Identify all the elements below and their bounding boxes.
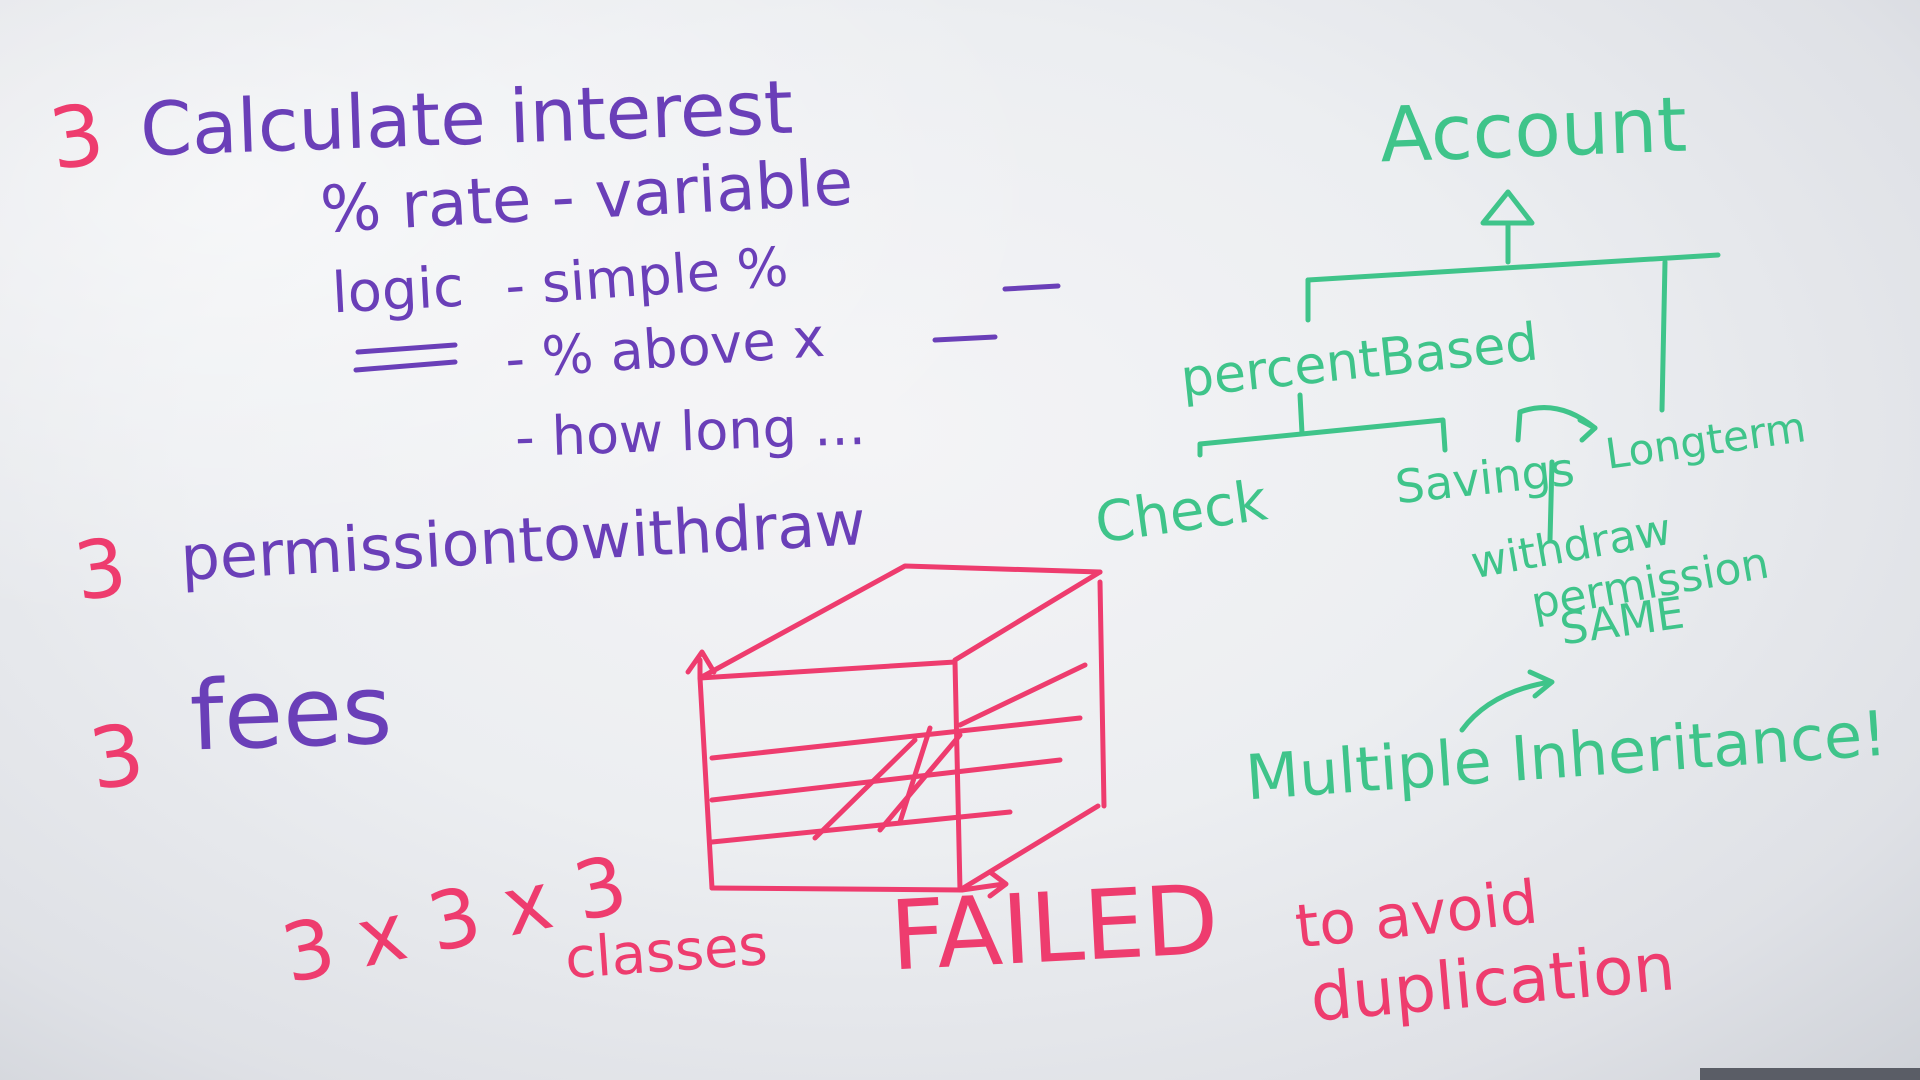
- logic-underline-2: [353, 359, 458, 373]
- item-calculate-interest: Calculate interest: [138, 64, 795, 174]
- bullet-marker: 3: [83, 704, 151, 810]
- dash-2: [932, 334, 998, 343]
- board-tray: [1700, 1068, 1920, 1080]
- logic-item-how-long: - how long ...: [513, 393, 867, 470]
- bullet-marker: 3: [68, 519, 133, 620]
- hierarchy-edges: [1197, 189, 1721, 733]
- bullet-marker: 3: [43, 84, 111, 190]
- class-account: Account: [1378, 79, 1689, 180]
- cube-sketch: [685, 563, 1107, 899]
- classes-note: classes: [562, 913, 770, 992]
- logic-label: logic: [330, 254, 466, 327]
- dash-1: [1002, 283, 1061, 292]
- logic-underline-1: [355, 342, 458, 355]
- failed-note: FAILED: [887, 863, 1222, 993]
- item-fees: fees: [188, 653, 394, 773]
